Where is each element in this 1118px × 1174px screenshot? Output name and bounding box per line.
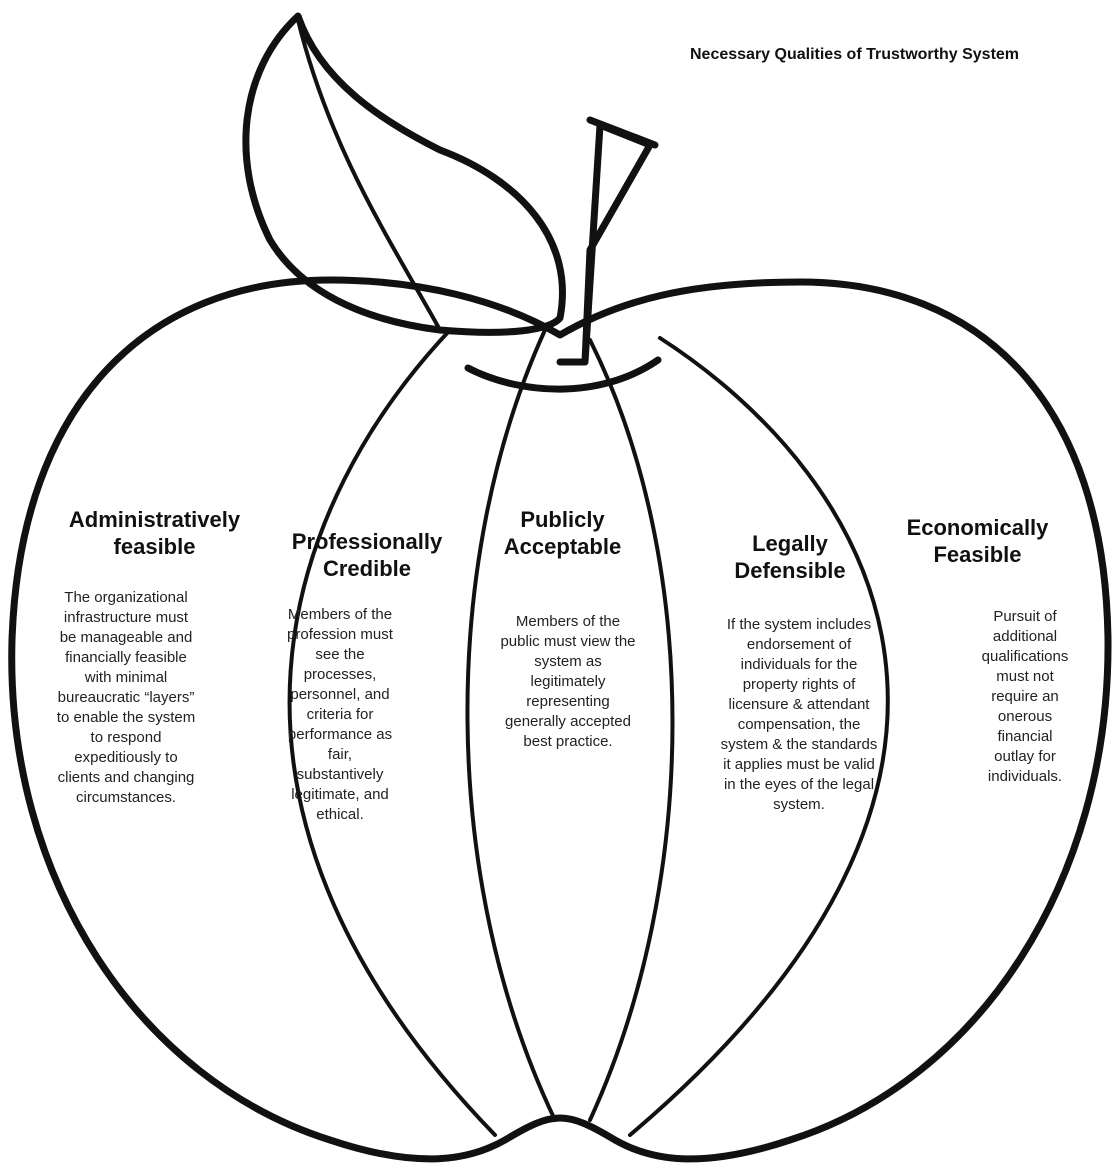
segment-heading-professional: Professionally Credible [291, 529, 443, 581]
apple-body-outline [8, 276, 1112, 1163]
stem-cavity-curve [464, 356, 662, 393]
divider-2 [465, 328, 557, 1122]
leaf-vein [296, 18, 442, 332]
segment-body-public: Members of the public must view the syst… [500, 613, 636, 750]
leaf-shape [242, 12, 566, 336]
divider-3 [588, 338, 675, 1122]
divider-1 [287, 328, 497, 1137]
segment-heading-economic: Economically Feasible [906, 515, 1049, 567]
segment-body-legal: If the system includes endorsement of in… [720, 616, 878, 813]
segment-body-administrative: The organizational infrastructure must b… [56, 589, 196, 806]
segment-heading-legal: Legally Defensible [734, 531, 846, 583]
diagram-title: Necessary Qualities of Trustworthy Syste… [690, 46, 1020, 63]
segment-heading-public: Publicly Acceptable [503, 507, 622, 559]
segment-heading-administrative: Administratively feasible [68, 507, 241, 559]
apple-stem-top [586, 116, 659, 149]
segment-body-professional: Members of the profession must see the p… [287, 606, 393, 823]
segment-body-economic: Pursuit of additional qualifications mus… [981, 608, 1069, 785]
divider-4 [628, 336, 890, 1137]
